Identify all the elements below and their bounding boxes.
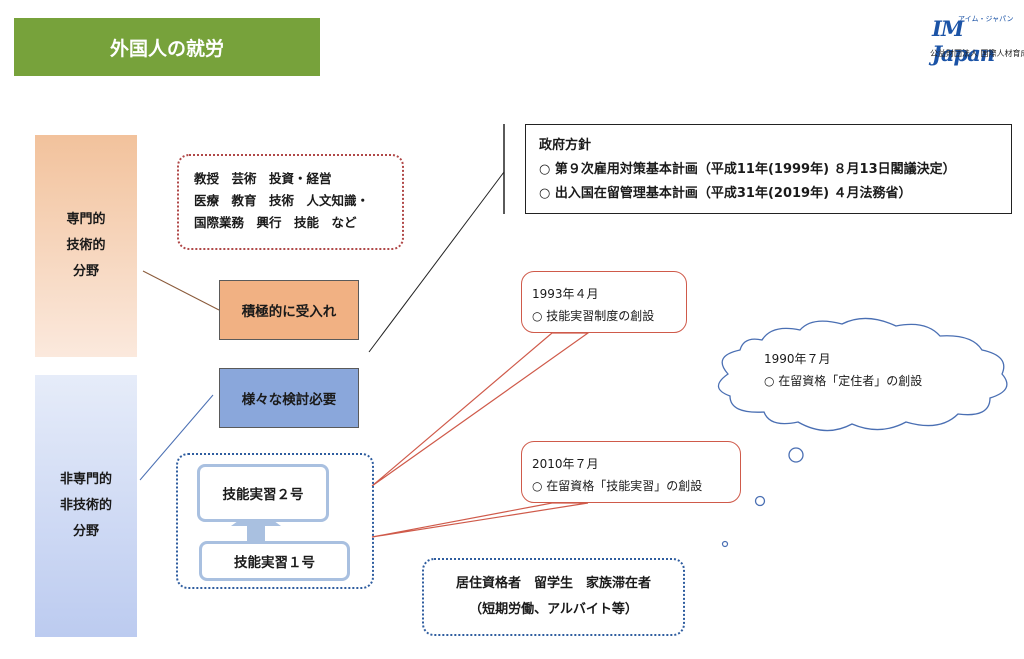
callout-1993: 1993年４月 ○ 技能実習制度の創設	[521, 271, 687, 333]
specialized-field-label: 専門的 技術的 分野	[35, 135, 137, 357]
thought-bubble-large	[788, 447, 804, 463]
thought-bubble-medium	[754, 495, 766, 507]
review-needed-box: 様々な検討必要	[219, 368, 359, 428]
callout-text: ○ 技能実習制度の創設	[532, 309, 655, 323]
policy-item: ○ 出入国在留管理基本計画（平成31年(2019年) ４月法務省）	[539, 186, 912, 201]
thought-bubble-small	[721, 540, 729, 548]
callout-2010-pointer	[371, 502, 589, 538]
cloud-1990-text: 1990年７月 ○ 在留資格「定住者」の創設	[764, 348, 922, 392]
fields-line: 国際業務 興行 技能 など	[194, 215, 357, 230]
page-title: 外国人の就労	[14, 18, 320, 76]
logo: アイム・ジャパン IM Japan 公益財団法人 国際人材育成機構	[928, 14, 1024, 66]
nonspecialized-field-label: 非専門的 非技術的 分野	[35, 375, 137, 637]
callout-date: 2010年７月	[532, 457, 599, 471]
connector-nonspec-review	[139, 394, 214, 481]
cloud-date: 1990年７月	[764, 352, 831, 366]
fields-line: 教授 芸術 投資・経営	[194, 171, 332, 186]
logo-org: 公益財団法人 国際人材育成機構	[930, 49, 1024, 58]
active-acceptance-box: 積極的に受入れ	[219, 280, 359, 340]
government-policy-box: 政府方針 ○ 第９次雇用対策基本計画（平成11年(1999年) ８月13日閣議決…	[525, 124, 1012, 214]
callout-1993-pointer	[371, 332, 590, 487]
up-arrow-shaft	[247, 524, 265, 543]
thought-cloud	[717, 317, 1008, 432]
technical-intern-group	[176, 453, 374, 589]
technical-intern-2-box: 技能実習２号	[197, 464, 329, 522]
policy-heading: 政府方針	[539, 138, 592, 153]
residents-students-box: 居住資格者 留学生 家族滞在者 （短期労働、アルバイト等）	[422, 558, 685, 636]
logo-brand: IM Japan	[932, 16, 995, 66]
callout-text: ○ 在留資格「技能実習」の創設	[532, 479, 703, 493]
logo-ruby: アイム・ジャパン	[958, 15, 1014, 23]
cloud-text: ○ 在留資格「定住者」の創設	[764, 374, 923, 388]
connector-policy	[368, 171, 505, 353]
policy-item: ○ 第９次雇用対策基本計画（平成11年(1999年) ８月13日閣議決定）	[539, 162, 956, 177]
callout-date: 1993年４月	[532, 287, 599, 301]
residents-note: （短期労働、アルバイト等）	[469, 602, 638, 617]
specialized-fields-box: 教授 芸術 投資・経営 医療 教育 技術 人文知識・ 国際業務 興行 技能 など	[177, 154, 404, 250]
fields-line: 医療 教育 技術 人文知識・	[194, 193, 370, 208]
residents-line: 居住資格者 留学生 家族滞在者	[455, 576, 651, 591]
callout-2010: 2010年７月 ○ 在留資格「技能実習」の創設	[521, 441, 741, 503]
connector-spec-accept	[142, 270, 220, 311]
technical-intern-1-box: 技能実習１号	[199, 541, 350, 581]
